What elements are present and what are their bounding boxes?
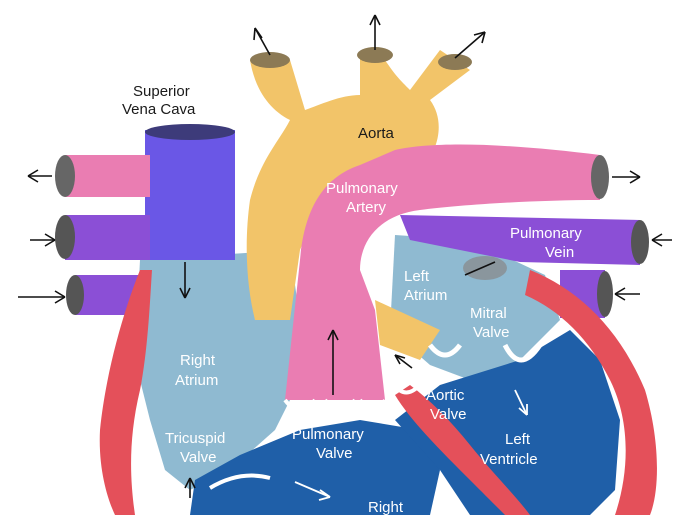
label-mitral-valve-2: Valve (473, 324, 509, 341)
label-aortic-valve-1: Aortic (426, 387, 465, 404)
label-right-atrium-1: Right (180, 352, 216, 369)
label-left-atrium-2: Atrium (404, 287, 447, 304)
label-superior-vena-cava-1: Superior (133, 83, 190, 100)
label-pulmonary-artery-1: Pulmonary (326, 180, 398, 197)
pulmonary-vein-left-upper (65, 215, 150, 260)
label-pulmonary-vein-1: Pulmonary (510, 225, 582, 242)
label-right-atrium-2: Atrium (175, 372, 218, 389)
label-left-ventricle-2: Ventricle (480, 451, 538, 468)
pulmonary-valve (285, 400, 385, 410)
pv-right-upper-opening (631, 220, 649, 264)
pa-left-opening (55, 155, 75, 197)
label-aorta: Aorta (358, 125, 395, 142)
label-pulmonary-valve-2: Valve (316, 445, 352, 462)
label-mitral-valve-1: Mitral (470, 305, 507, 322)
label-left-atrium-1: Left (404, 268, 430, 285)
label-pulmonary-vein-2: Vein (545, 244, 574, 261)
label-pulmonary-artery-2: Artery (346, 199, 387, 216)
svc-opening (145, 124, 235, 140)
label-tricuspid-valve-1: Tricuspid (165, 430, 225, 447)
label-pulmonary-valve-1: Pulmonary (292, 426, 364, 443)
pa-right-opening (591, 155, 609, 199)
pv-inflow-oval (463, 256, 507, 280)
label-left-ventricle-1: Left (505, 431, 531, 448)
superior-vena-cava (145, 130, 235, 260)
label-aortic-valve-2: Valve (430, 406, 466, 423)
pulmonary-artery-left-branch (65, 155, 150, 197)
pv-left-lower-opening (66, 275, 84, 315)
label-superior-vena-cava-2: Vena Cava (122, 101, 196, 118)
label-tricuspid-valve-2: Valve (180, 449, 216, 466)
label-right-ventricle-partial: Right (368, 499, 404, 515)
pv-left-upper-opening (55, 215, 75, 259)
pv-right-lower-opening (597, 271, 613, 317)
aorta-branch-3-opening (438, 54, 472, 70)
